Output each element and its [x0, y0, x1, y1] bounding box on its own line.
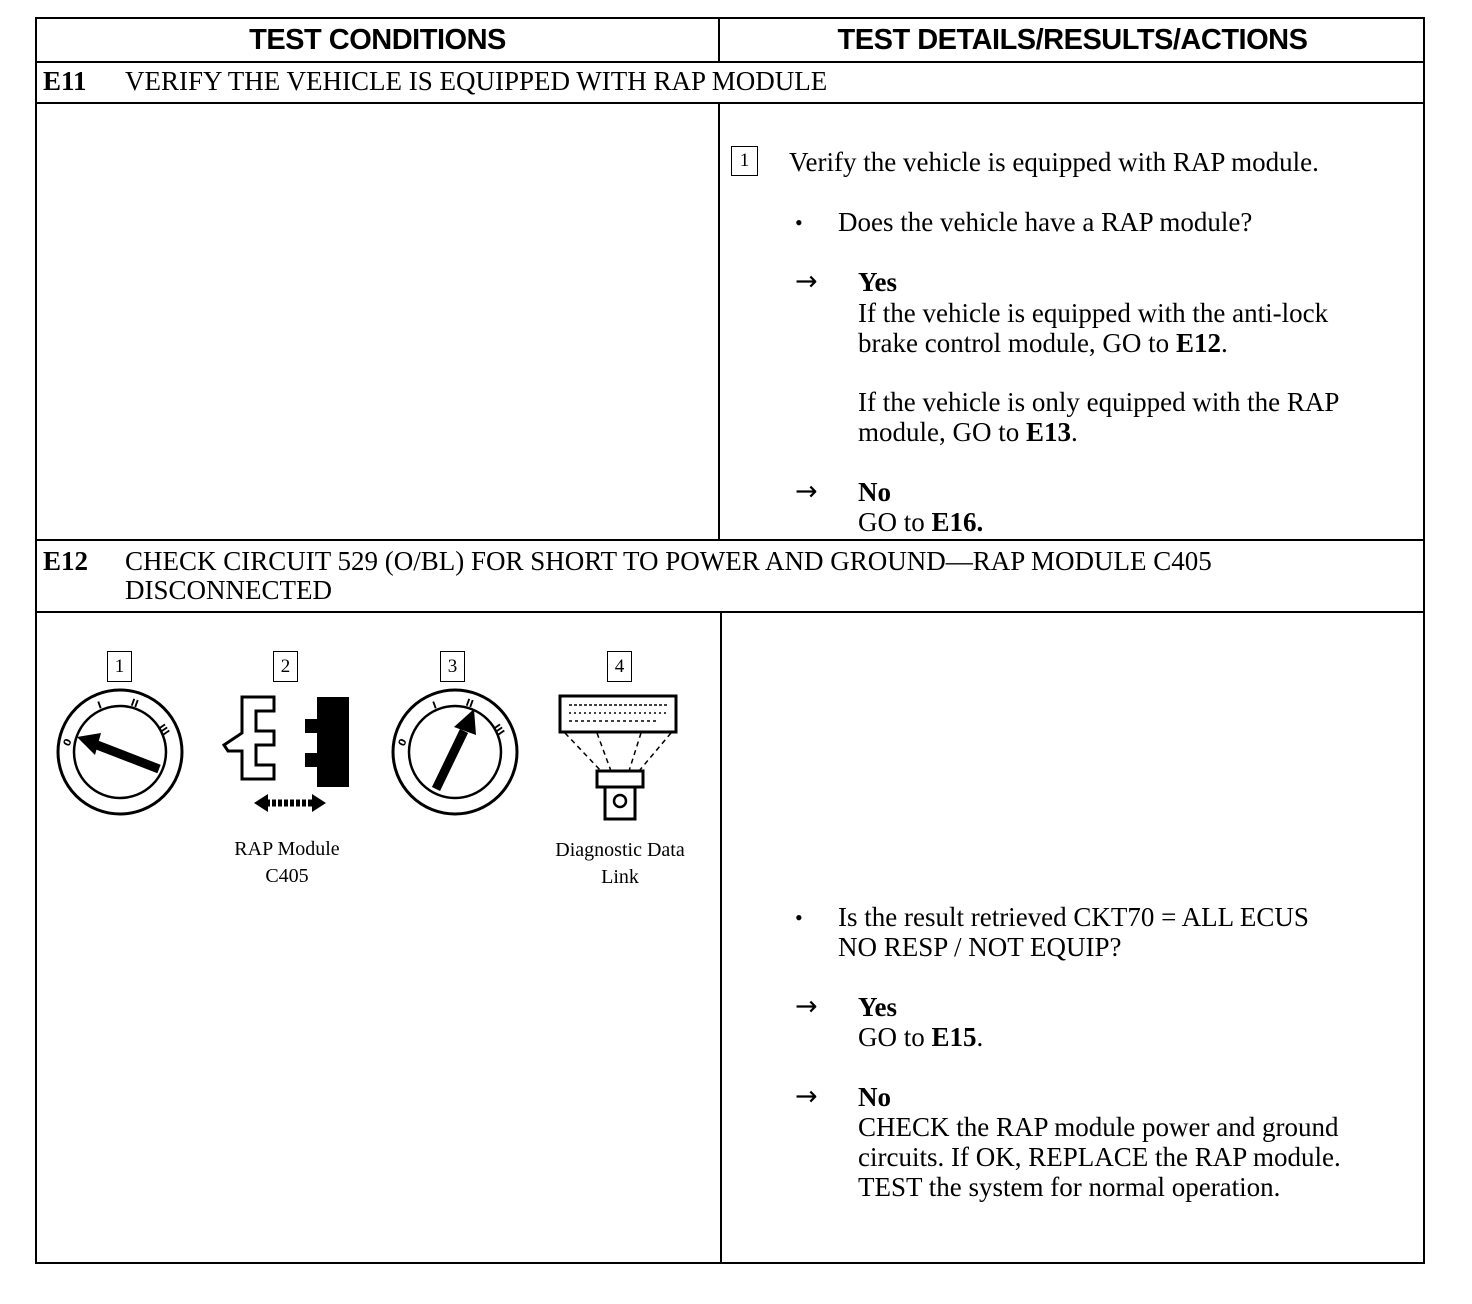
e11-step-text: Verify the vehicle is equipped with RAP … — [789, 147, 1319, 177]
e12-no-line3: TEST the system for normal operation. — [858, 1172, 1281, 1202]
e12-title: CHECK CIRCUIT 529 (O/BL) FOR SHORT TO PO… — [125, 546, 1212, 605]
e11-yes-line2: brake control module, GO to E12. — [858, 328, 1228, 358]
e12-yes-label: Yes — [858, 992, 897, 1022]
fig-step-box-3: 3 — [440, 651, 465, 682]
svg-text:I: I — [96, 700, 103, 712]
svg-text:II: II — [464, 697, 475, 710]
e11-yes-line3: If the vehicle is only equipped with the… — [858, 387, 1340, 417]
e12-no-line1: CHECK the RAP module power and ground — [858, 1112, 1339, 1142]
test-table: TEST CONDITIONS TEST DETAILS/RESULTS/ACT… — [35, 17, 1425, 1264]
fig-step-box-2: 2 — [273, 651, 298, 682]
ignition-switch-off-icon: 0 I II III — [56, 688, 184, 816]
svg-text:I: I — [431, 700, 438, 712]
fig-step-box-4: 4 — [607, 651, 632, 682]
e11-question: Does the vehicle have a RAP module? — [838, 207, 1253, 237]
header-divider — [37, 61, 1423, 63]
e12-yes-action: GO to E15. — [858, 1022, 984, 1052]
svg-text:III: III — [156, 722, 171, 737]
e11-yes-line4: module, GO to E13. — [858, 417, 1078, 447]
e11-title: VERIFY THE VEHICLE IS EQUIPPED WITH RAP … — [125, 66, 828, 96]
diagnostic-data-link-icon — [558, 694, 678, 821]
e11-id: E11 — [43, 66, 87, 96]
bullet-icon: • — [795, 905, 803, 930]
e11-title-divider — [37, 102, 1423, 104]
svg-text:II: II — [129, 697, 140, 710]
svg-text:III: III — [491, 722, 506, 737]
column-header-test-conditions: TEST CONDITIONS — [249, 24, 506, 56]
e12-id: E12 — [43, 546, 89, 576]
fig-label-diagnostic-data-link: Diagnostic Data Link — [555, 839, 685, 888]
e11-bottom-divider — [37, 539, 1423, 541]
e11-no-action: GO to E16. — [858, 507, 984, 537]
connector-disconnect-icon — [222, 695, 349, 812]
e12-no-line2: circuits. If OK, REPLACE the RAP module. — [858, 1142, 1341, 1172]
right-arrow-icon: → — [795, 991, 818, 1022]
e11-column-divider — [718, 102, 720, 540]
bullet-icon: • — [795, 210, 803, 235]
e12-question-line1: Is the result retrieved CKT70 = ALL ECUS — [838, 902, 1309, 932]
fig-label-rap-module: RAP Module C405 — [234, 838, 340, 887]
e12-no-label: No — [858, 1082, 891, 1112]
header-column-divider — [718, 19, 720, 62]
e11-step-number-box: 1 — [731, 146, 758, 176]
fig-step-box-1: 1 — [107, 651, 132, 682]
e11-no-label: No — [858, 477, 891, 507]
e12-column-divider — [720, 611, 722, 1264]
e11-yes-label: Yes — [858, 267, 897, 297]
right-arrow-icon: → — [795, 476, 818, 507]
e12-question-line2: NO RESP / NOT EQUIP? — [838, 932, 1122, 962]
right-arrow-icon: → — [795, 266, 818, 297]
e11-yes-line1: If the vehicle is equipped with the anti… — [858, 298, 1329, 328]
right-arrow-icon: → — [795, 1081, 818, 1112]
svg-text:0: 0 — [62, 737, 75, 748]
svg-text:0: 0 — [397, 737, 410, 748]
column-header-test-details: TEST DETAILS/RESULTS/ACTIONS — [837, 24, 1308, 56]
e12-title-divider — [37, 611, 1423, 613]
ignition-switch-run-icon: 0 I II III — [391, 688, 519, 816]
